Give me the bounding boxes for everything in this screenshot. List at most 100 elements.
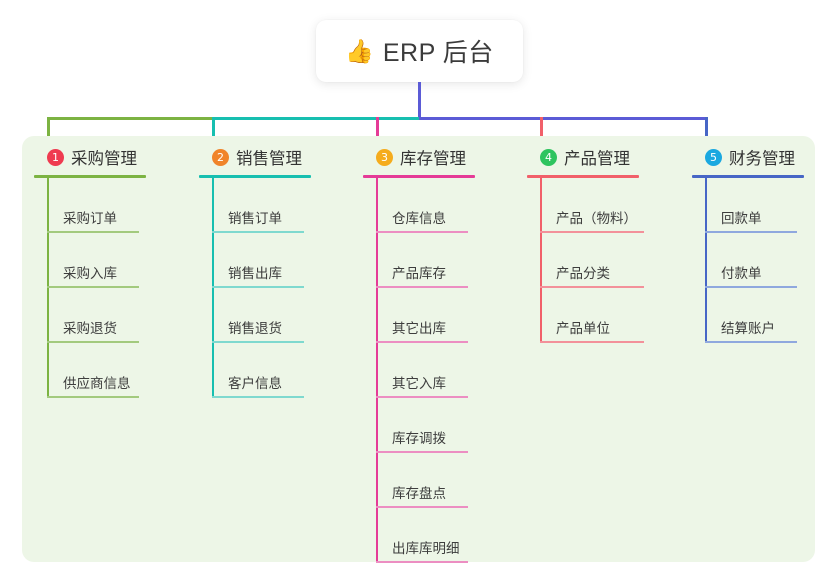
list-item-rule [376, 451, 468, 453]
list-item-label: 供应商信息 [63, 375, 131, 391]
list-item-rule [705, 286, 797, 288]
list-item-label: 采购订单 [63, 210, 117, 226]
root-node-card[interactable]: 👍 ERP 后台 [316, 20, 523, 82]
list-item-rule [376, 396, 468, 398]
list-item-rule [212, 396, 304, 398]
column-spine [212, 178, 214, 398]
diagram-panel [22, 136, 815, 562]
column-badge-icon: 1 [47, 148, 64, 166]
list-item-label: 销售退货 [228, 320, 282, 336]
list-item-label: 库存盘点 [392, 485, 446, 501]
list-item-label: 仓库信息 [392, 210, 446, 226]
connector-drop-1 [47, 117, 50, 140]
list-item[interactable]: 采购入库 [47, 233, 184, 288]
column-1: 1 采购管理采购订单采购入库采购退货供应商信息 [34, 145, 184, 398]
column-header-3[interactable]: 3 库存管理 [363, 145, 513, 169]
list-item-label: 付款单 [721, 265, 762, 281]
list-item[interactable]: 产品库存 [376, 233, 513, 288]
list-item-label: 回款单 [721, 210, 762, 226]
list-item-rule [540, 231, 644, 233]
list-item-label: 其它出库 [392, 320, 446, 336]
list-item[interactable]: 产品分类 [540, 233, 677, 288]
column-badge-icon: 5 [705, 148, 722, 166]
connector-drop-3 [376, 117, 379, 140]
column-5: 5 财务管理回款单付款单结算账户 [692, 145, 822, 343]
list-item[interactable]: 其它入库 [376, 343, 513, 398]
list-item-rule [47, 286, 139, 288]
column-item-list: 回款单付款单结算账户 [692, 178, 822, 343]
list-item[interactable]: 库存盘点 [376, 453, 513, 508]
list-item-rule [376, 561, 468, 563]
column-title: 销售管理 [236, 150, 302, 168]
column-item-list: 产品（物料） 产品分类产品单位 [527, 178, 677, 343]
column-header-1[interactable]: 1 采购管理 [34, 145, 184, 169]
list-item[interactable]: 销售退货 [212, 288, 349, 343]
list-item-label: 库存调拨 [392, 430, 446, 446]
list-item-rule [212, 341, 304, 343]
column-header-rule [199, 175, 311, 178]
column-title: 库存管理 [400, 150, 466, 168]
column-header-4[interactable]: 4 产品管理 [527, 145, 677, 169]
column-title: 产品管理 [564, 150, 630, 168]
list-item[interactable]: 产品单位 [540, 288, 677, 343]
list-item[interactable]: 销售订单 [212, 178, 349, 233]
list-item[interactable]: 付款单 [705, 233, 822, 288]
column-header-2[interactable]: 2 销售管理 [199, 145, 349, 169]
list-item-label: 销售订单 [228, 210, 282, 226]
connector-drop-4 [540, 117, 543, 140]
list-item[interactable]: 采购退货 [47, 288, 184, 343]
column-badge-icon: 2 [212, 148, 229, 166]
column-header-5[interactable]: 5 财务管理 [692, 145, 822, 169]
list-item[interactable]: 销售出库 [212, 233, 349, 288]
list-item-rule [212, 286, 304, 288]
column-badge-icon: 3 [376, 148, 393, 166]
column-spine [376, 178, 378, 563]
column-header-rule [363, 175, 475, 178]
column-header-rule [692, 175, 804, 178]
list-item[interactable]: 结算账户 [705, 288, 822, 343]
column-spine [540, 178, 542, 343]
list-item-label: 产品单位 [556, 320, 610, 336]
list-item-rule [47, 396, 139, 398]
list-item[interactable]: 客户信息 [212, 343, 349, 398]
list-item-label: 其它入库 [392, 375, 446, 391]
connector-bus-right [419, 117, 707, 120]
list-item-rule [540, 341, 644, 343]
column-3: 3 库存管理仓库信息产品库存其它出库其它入库库存调拨库存盘点出库库明细 [363, 145, 513, 563]
list-item[interactable]: 产品（物料） [540, 178, 677, 233]
column-item-list: 采购订单采购入库采购退货供应商信息 [34, 178, 184, 398]
connector-drop-2 [212, 117, 215, 140]
list-item[interactable]: 出库库明细 [376, 508, 513, 563]
list-item-rule [705, 341, 797, 343]
thumbs-up-icon: 👍 [345, 37, 374, 64]
list-item-rule [376, 506, 468, 508]
list-item[interactable]: 其它出库 [376, 288, 513, 343]
column-title: 财务管理 [729, 150, 795, 168]
list-item-label: 采购入库 [63, 265, 117, 281]
list-item[interactable]: 仓库信息 [376, 178, 513, 233]
column-item-list: 仓库信息产品库存其它出库其它入库库存调拨库存盘点出库库明细 [363, 178, 513, 563]
column-badge-icon: 4 [540, 148, 557, 166]
list-item[interactable]: 库存调拨 [376, 398, 513, 453]
connector-drop-5 [705, 117, 708, 140]
column-item-list: 销售订单销售出库销售退货客户信息 [199, 178, 349, 398]
list-item-label: 产品分类 [556, 265, 610, 281]
connector-bus-mid [212, 117, 421, 120]
column-header-rule [34, 175, 146, 178]
column-spine [47, 178, 49, 398]
list-item-label: 销售出库 [228, 265, 282, 281]
column-2: 2 销售管理销售订单销售出库销售退货客户信息 [199, 145, 349, 398]
list-item-rule [47, 231, 139, 233]
column-header-rule [527, 175, 639, 178]
list-item[interactable]: 供应商信息 [47, 343, 184, 398]
connector-stem [418, 82, 421, 119]
list-item-rule [540, 286, 644, 288]
list-item-label: 产品（物料） [556, 210, 637, 226]
list-item-rule [47, 341, 139, 343]
list-item-rule [212, 231, 304, 233]
list-item[interactable]: 回款单 [705, 178, 822, 233]
list-item[interactable]: 采购订单 [47, 178, 184, 233]
list-item-rule [376, 231, 468, 233]
column-title: 采购管理 [71, 150, 137, 168]
list-item-rule [705, 231, 797, 233]
